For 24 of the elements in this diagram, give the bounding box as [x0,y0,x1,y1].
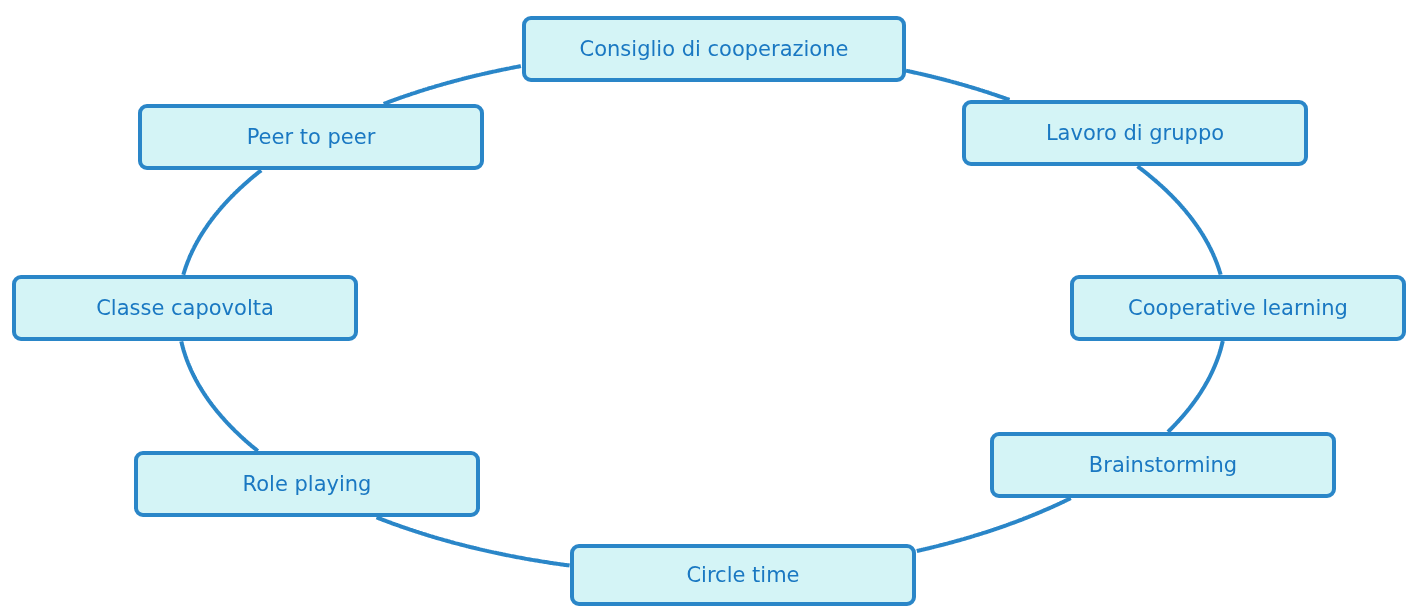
connector-arc [915,496,1072,553]
topic-label: Peer to peer [246,125,376,149]
topic-box [134,451,480,517]
connector-arc [905,68,1011,102]
topic-box [138,104,484,170]
topic-label: Cooperative learning [1128,296,1348,320]
topic-label: Lavoro di gruppo [1045,121,1225,145]
topic-box [522,16,906,82]
connector-arc [179,339,260,453]
topic-box [1070,275,1406,341]
connector-arc [375,515,571,568]
connector-arc [1136,164,1223,277]
connector-arc [1166,339,1225,434]
topic-label: Consiglio di cooperazione [579,37,849,61]
topic-label: Classe capovolta [96,296,274,320]
topic-label: Brainstorming [1088,453,1238,477]
topic-label: Circle time [686,563,800,587]
connector-arc [382,64,522,106]
topic-label: Role playing [242,472,372,496]
topic-box [990,432,1336,498]
topic-box [12,275,358,341]
topic-box [962,100,1308,166]
connector-arc [181,168,263,277]
topic-box [570,544,916,606]
